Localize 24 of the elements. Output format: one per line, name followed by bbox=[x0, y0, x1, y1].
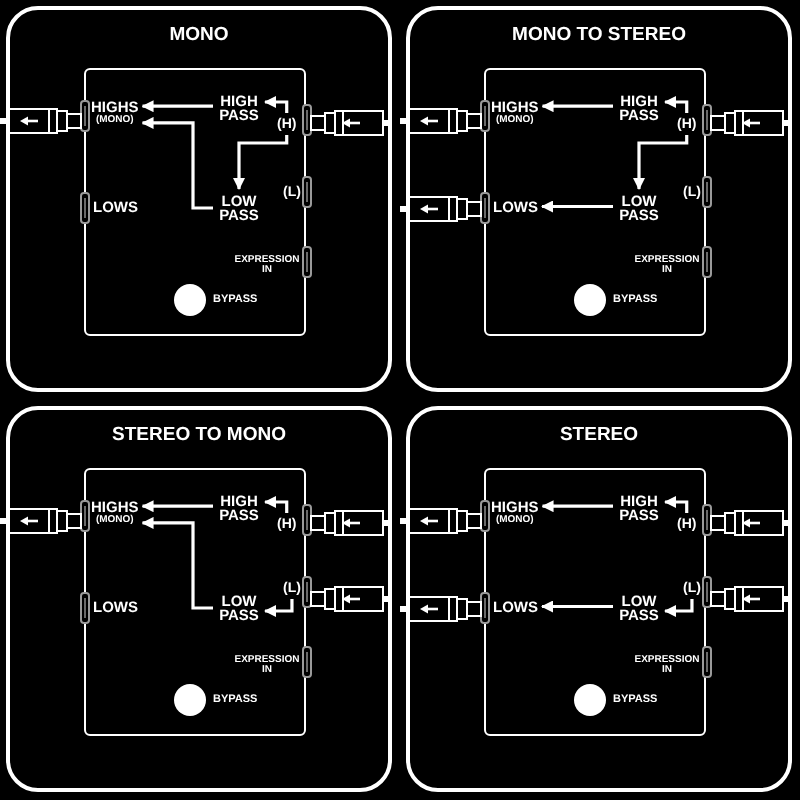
pedal-enclosure bbox=[484, 68, 706, 336]
signal-arrow bbox=[541, 500, 613, 513]
signal-arrow bbox=[141, 116, 213, 210]
signal-arrow bbox=[264, 599, 294, 617]
signal-arrow bbox=[633, 135, 689, 190]
signal-arrow bbox=[664, 96, 689, 113]
pedal-enclosure bbox=[484, 468, 706, 736]
pedal-enclosure bbox=[84, 68, 306, 336]
panel-title: MONO TO STEREO bbox=[512, 26, 686, 45]
signal-arrow bbox=[664, 496, 689, 513]
signal-arrow bbox=[141, 500, 213, 513]
panel-title: MONO bbox=[169, 26, 229, 45]
signal-arrow bbox=[541, 600, 613, 613]
pedal-enclosure bbox=[84, 468, 306, 736]
panel-title: STEREO TO MONO bbox=[112, 426, 286, 445]
panel-title: STEREO bbox=[559, 426, 639, 445]
signal-arrow bbox=[264, 96, 289, 113]
signal-arrow bbox=[233, 135, 289, 190]
signal-arrow bbox=[141, 100, 213, 113]
signal-arrow bbox=[264, 496, 289, 513]
signal-arrow bbox=[141, 516, 213, 610]
signal-arrow bbox=[664, 599, 694, 617]
signal-arrow bbox=[541, 100, 613, 113]
signal-arrow bbox=[541, 200, 613, 213]
